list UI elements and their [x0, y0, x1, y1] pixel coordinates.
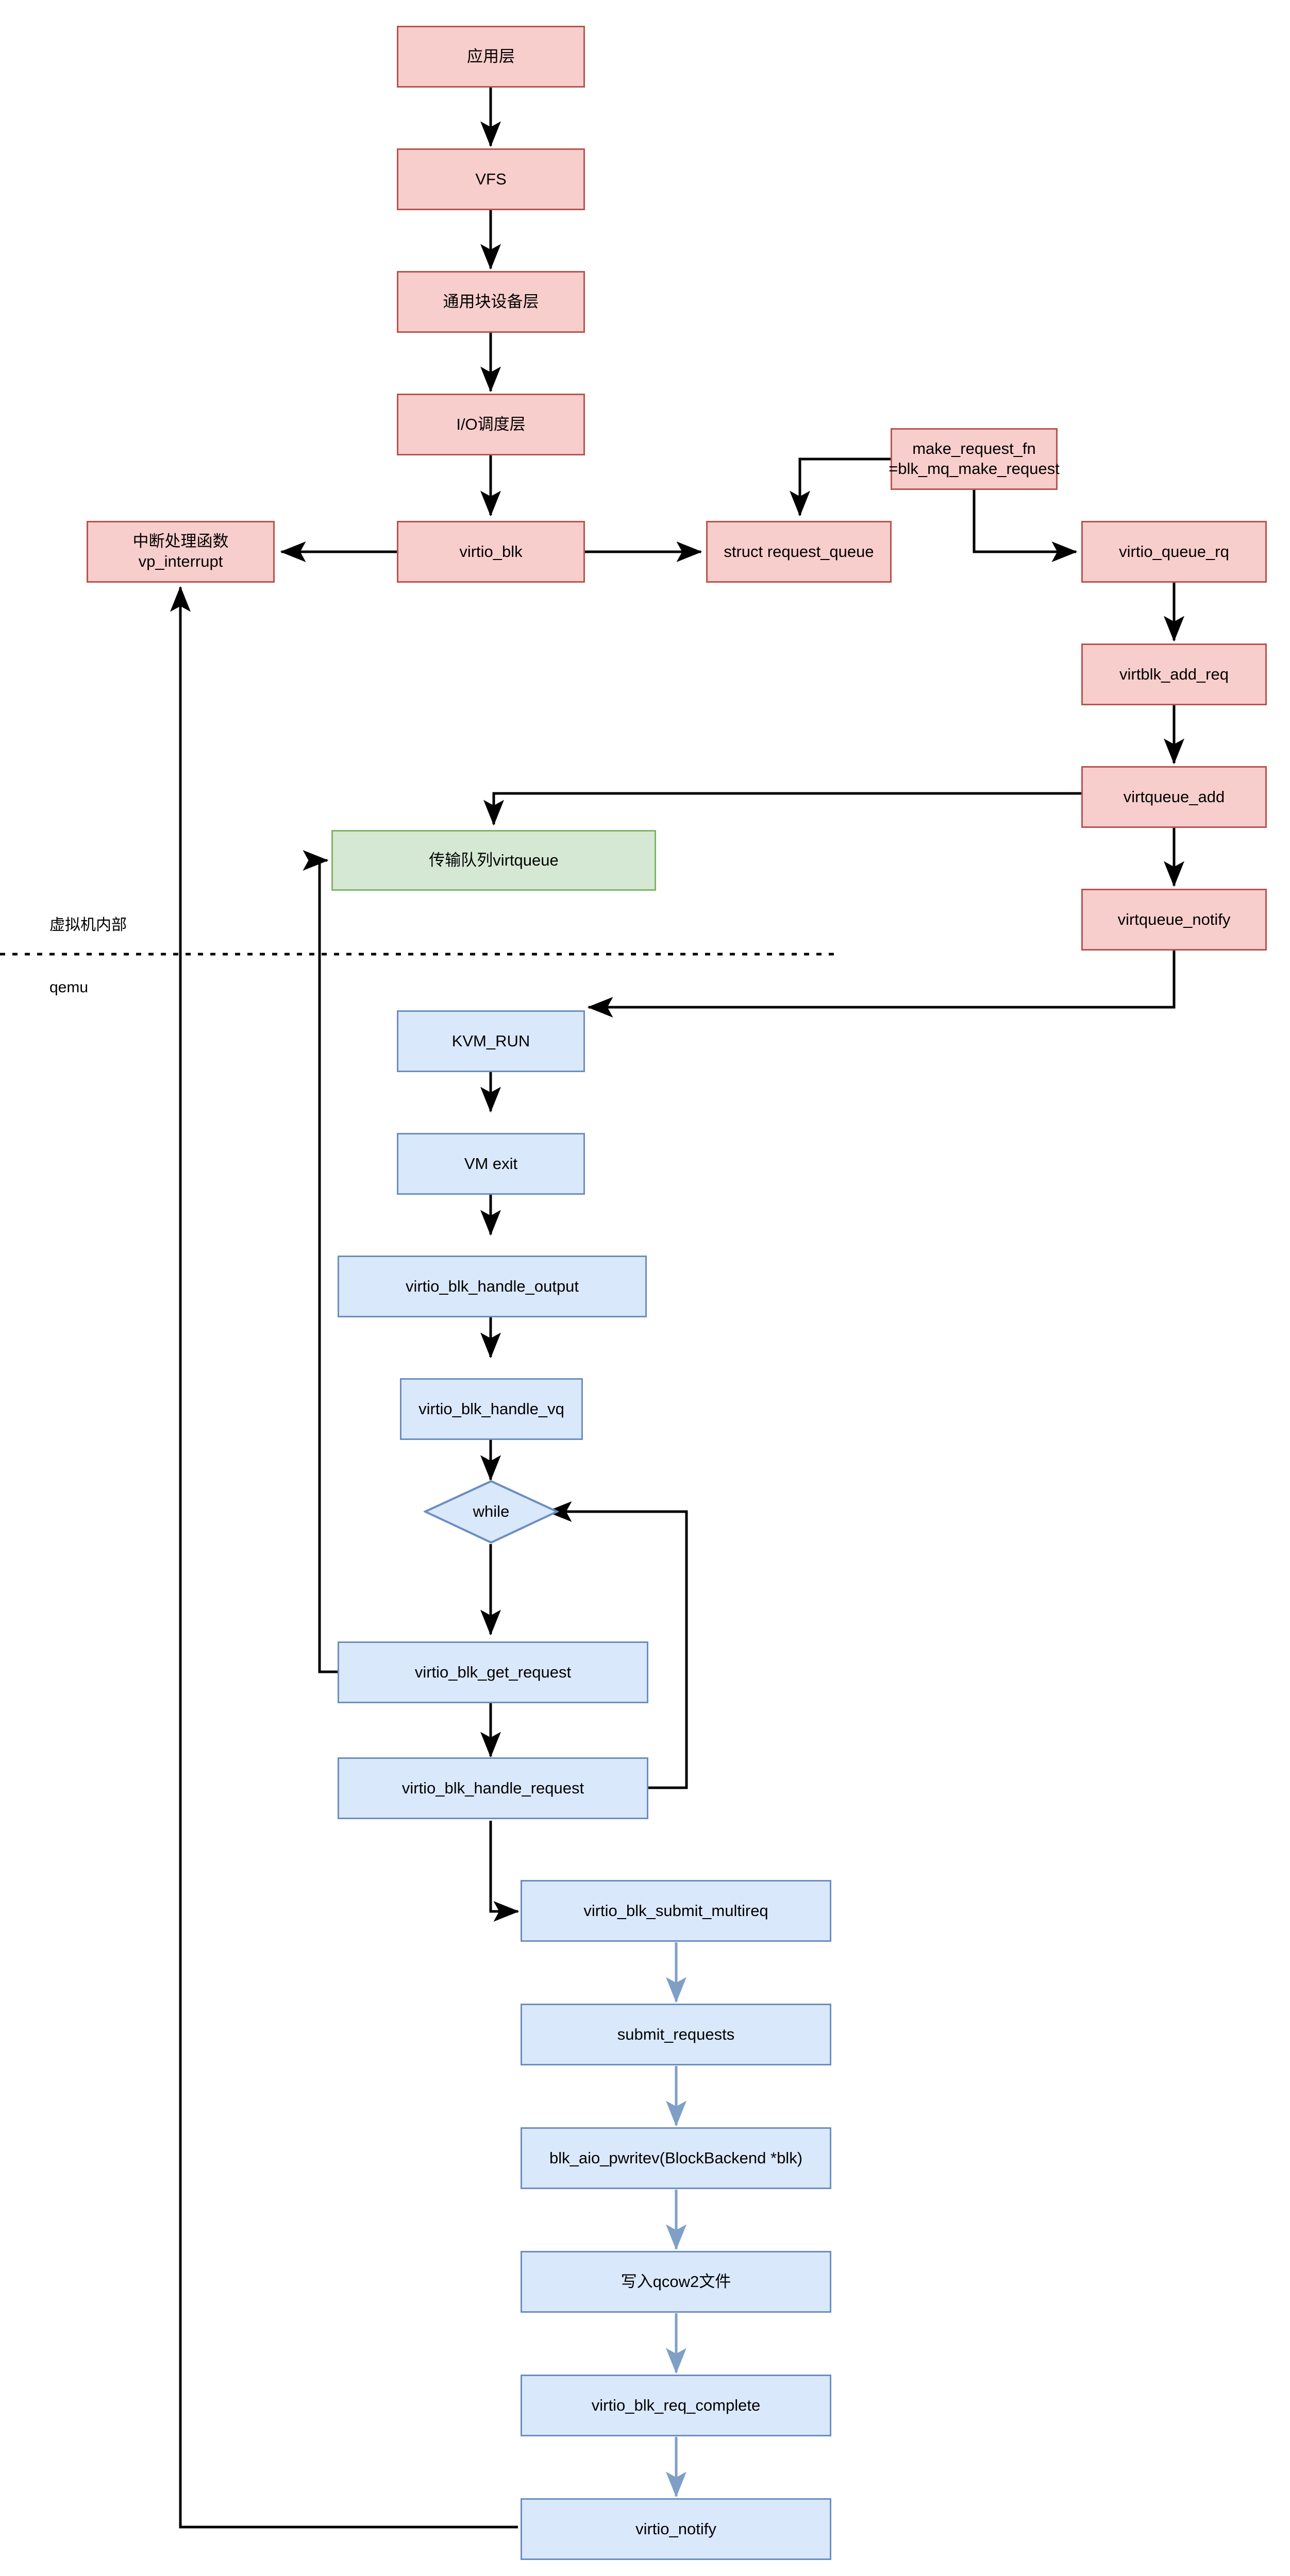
node-vfs[interactable]: VFS [397, 148, 585, 210]
node-virtqueue-add[interactable]: virtqueue_add [1081, 766, 1267, 828]
node-virtqueue-notify[interactable]: virtqueue_notify [1081, 889, 1267, 951]
zone-label-qemu: qemu [49, 979, 89, 996]
node-virtio-blk-req-complete[interactable]: virtio_blk_req_complete [521, 2375, 831, 2436]
node-blk-aio-pwritev[interactable]: blk_aio_pwritev(BlockBackend *blk) [521, 2127, 831, 2189]
node-virtblk-add-req[interactable]: virtblk_add_req [1081, 643, 1267, 705]
diamond-shape [424, 1480, 559, 1544]
node-vp-interrupt[interactable]: 中断处理函数 vp_interrupt [87, 521, 275, 583]
node-vm-exit[interactable]: VM exit [397, 1133, 585, 1195]
node-virtqueue[interactable]: 传输队列virtqueue [331, 830, 656, 891]
node-virtio-blk-handle-output[interactable]: virtio_blk_handle_output [338, 1256, 647, 1317]
zone-label-guest: 虚拟机内部 [49, 917, 127, 934]
node-virtio-queue-rq[interactable]: virtio_queue_rq [1081, 521, 1267, 583]
node-write-qcow2[interactable]: 写入qcow2文件 [521, 2251, 831, 2313]
node-virtio-blk-handle-vq[interactable]: virtio_blk_handle_vq [400, 1378, 583, 1440]
node-submit-requests[interactable]: submit_requests [521, 2004, 831, 2065]
node-while-decision[interactable]: while [424, 1480, 559, 1544]
node-struct-request-queue[interactable]: struct request_queue [706, 521, 892, 583]
node-virtio-notify[interactable]: virtio_notify [521, 2498, 831, 2560]
node-app[interactable]: 应用层 [397, 26, 585, 88]
node-virtio-blk[interactable]: virtio_blk [397, 521, 585, 583]
while-label: while [473, 1502, 510, 1521]
node-virtio-blk-submit-multireq[interactable]: virtio_blk_submit_multireq [521, 1880, 831, 1942]
node-generic-block-layer[interactable]: 通用块设备层 [397, 271, 585, 333]
node-virtio-blk-get-request[interactable]: virtio_blk_get_request [338, 1641, 648, 1703]
edges-black [170, 88, 1184, 2529]
node-kvm-run[interactable]: KVM_RUN [397, 1010, 585, 1072]
node-io-scheduler-layer[interactable]: I/O调度层 [397, 394, 585, 455]
node-virtio-blk-handle-request[interactable]: virtio_blk_handle_request [338, 1757, 648, 1819]
node-make-request-fn[interactable]: make_request_fn =blk_mq_make_request [889, 428, 1060, 490]
